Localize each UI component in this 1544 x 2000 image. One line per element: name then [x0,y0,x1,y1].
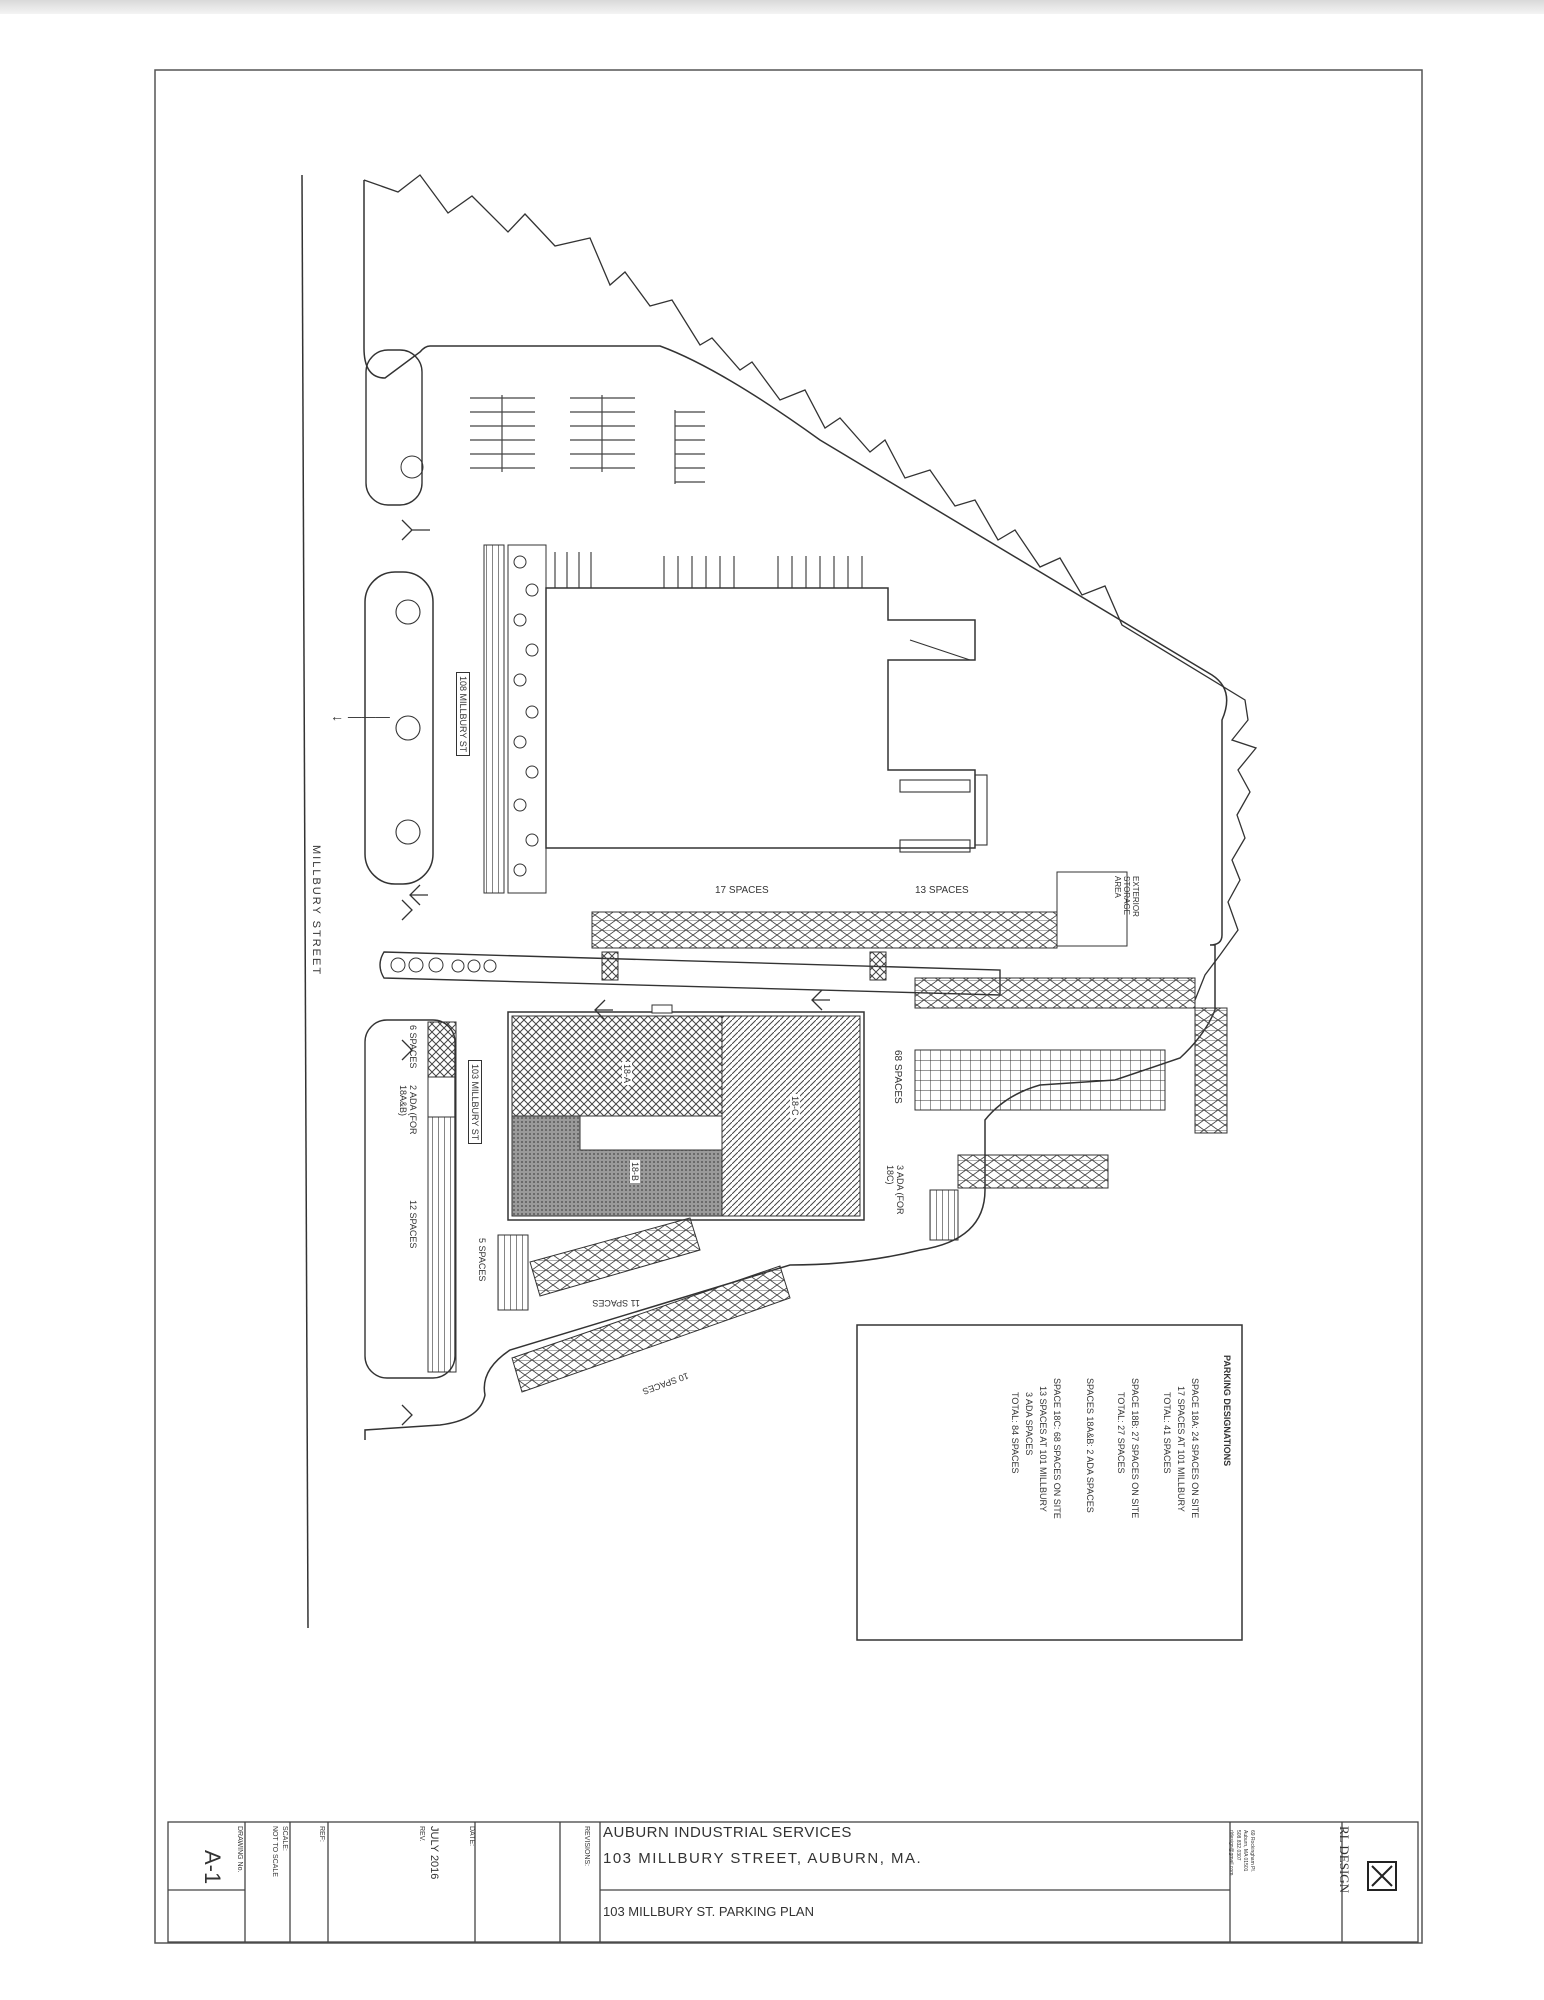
label-12-spaces: 12 SPACES [408,1200,418,1249]
parking-68-row-3 [1194,1007,1228,1134]
parking-stalls-street-108 [483,544,505,894]
label-5-spaces: 5 SPACES [477,1238,487,1282]
building-108 [545,587,976,849]
address-103-label: 103 MILLBURY ST [468,1060,482,1145]
street-direction-arrow: ← ——— [330,708,390,724]
address-108-label: 108 MILLBURY ST [456,672,470,757]
label-unit-18c: 18-C [790,1094,800,1118]
label-68-spaces: 68 SPACES [892,1050,903,1104]
parking-68-row-1 [914,977,1196,1009]
legend-line-1: SPACE 18A: 24 SPACES ON SITE [1190,1378,1200,1519]
island-plant-icons [390,957,497,973]
tree-icon [400,455,424,479]
label-exterior-storage: EXTERIOR STORAGE AREA [1113,876,1140,917]
parking-11-spaces [529,1217,701,1297]
legend-line-9: 3 ADA SPACES [1024,1392,1034,1456]
parking-12-spaces [427,1116,457,1373]
parking-5-spaces [497,1234,529,1311]
landscape-median [364,571,434,885]
parking-legend-box [856,1324,1243,1641]
legend-line-2: 17 SPACES AT 101 MILLBURY [1176,1386,1186,1512]
legend-line-6: SPACES 18A&B: 2 ADA SPACES [1085,1378,1095,1513]
ada-spaces-18c [929,1189,959,1241]
ref-label: REF: [318,1826,325,1842]
ada-2-spaces [427,1076,457,1118]
sheet-number: A-1 [200,1850,225,1885]
label-3-ada: 3 ADA (FOR 18C) [885,1165,905,1215]
landscape-island-1 [365,349,423,506]
legend-line-10: TOTAL: 84 SPACES [1010,1392,1020,1474]
planting-strip-108 [507,544,547,894]
firm-address-2: Auburn, MA 01501 [1242,1830,1248,1872]
firm-address-1: 69 Rockingham Pl. [1249,1830,1255,1872]
building-103 [507,1004,865,1221]
legend-line-3: TOTAL: 41 SPACES [1162,1392,1172,1474]
label-unit-18a: 18-A [622,1062,632,1086]
parking-stalls-north [470,395,705,484]
sheet-border [154,69,1423,1944]
label-2-ada: 2 ADA (FOR 18A&B) [398,1085,418,1135]
legend-line-8: 13 SPACES AT 101 MILLBURY [1038,1386,1048,1512]
street-edge-line [301,174,309,1629]
rev-label: REV. [418,1826,425,1842]
landscape-island-103 [364,1019,456,1379]
driveway-island [379,951,1001,996]
drawing-title: 103 MILLBURY ST. PARKING PLAN [603,1904,814,1919]
firm-email: rldesign@gmail.com [1228,1830,1234,1876]
scale-value: NOT TO SCALE [271,1826,278,1877]
crosswalk-2 [869,951,887,981]
drawing-no-label: DRAWING No. [236,1826,243,1873]
revisions-label: REVISIONS: [583,1826,590,1867]
parking-68-row-4 [957,1154,1109,1189]
browser-top-shadow [0,0,1544,14]
date-value: JULY 2016 [428,1826,440,1880]
label-17-spaces: 17 SPACES [715,885,769,896]
project-address: 103 MILLBURY STREET, AUBURN, MA. [603,1850,923,1867]
unit-18c [721,1015,861,1217]
unit-18a [511,1015,723,1117]
tree-line-boundary [363,174,1258,1001]
scale-label: SCALE: [281,1826,288,1851]
parking-68-row-2 [914,1049,1166,1111]
title-block [167,1821,1419,1943]
building-108-stalls [554,552,988,853]
exterior-storage-area [1056,871,1128,947]
legend-title: PARKING DESIGNATIONS [1222,1355,1232,1467]
firm-phone: 508.832.0307 [1235,1830,1241,1861]
legend-line-5: TOTAL: 27 SPACES [1116,1392,1126,1474]
firm-logo-text: RL DESIGN [1337,1826,1352,1894]
date-label: DATE: [468,1826,475,1847]
legend-line-7: SPACE 18C: 68 SPACES ON SITE [1052,1378,1062,1519]
crosswalk-1 [601,951,619,981]
label-13-spaces: 13 SPACES [915,885,969,896]
shrub-icons [513,555,539,877]
label-6-spaces: 6 SPACES [408,1025,418,1069]
tree-icons [395,599,421,845]
legend-line-4: SPACE 18B: 27 SPACES ON SITE [1130,1378,1140,1519]
unit-18b [511,1115,723,1217]
parking-row-30-spaces [591,911,1058,949]
street-name-label: MILLBURY STREET [310,845,322,977]
label-11-spaces: 11 SPACES [592,1298,640,1308]
company-name: AUBURN INDUSTRIAL SERVICES [603,1824,852,1841]
label-unit-18b: 18-B [630,1160,640,1184]
parking-10-spaces [511,1265,791,1393]
